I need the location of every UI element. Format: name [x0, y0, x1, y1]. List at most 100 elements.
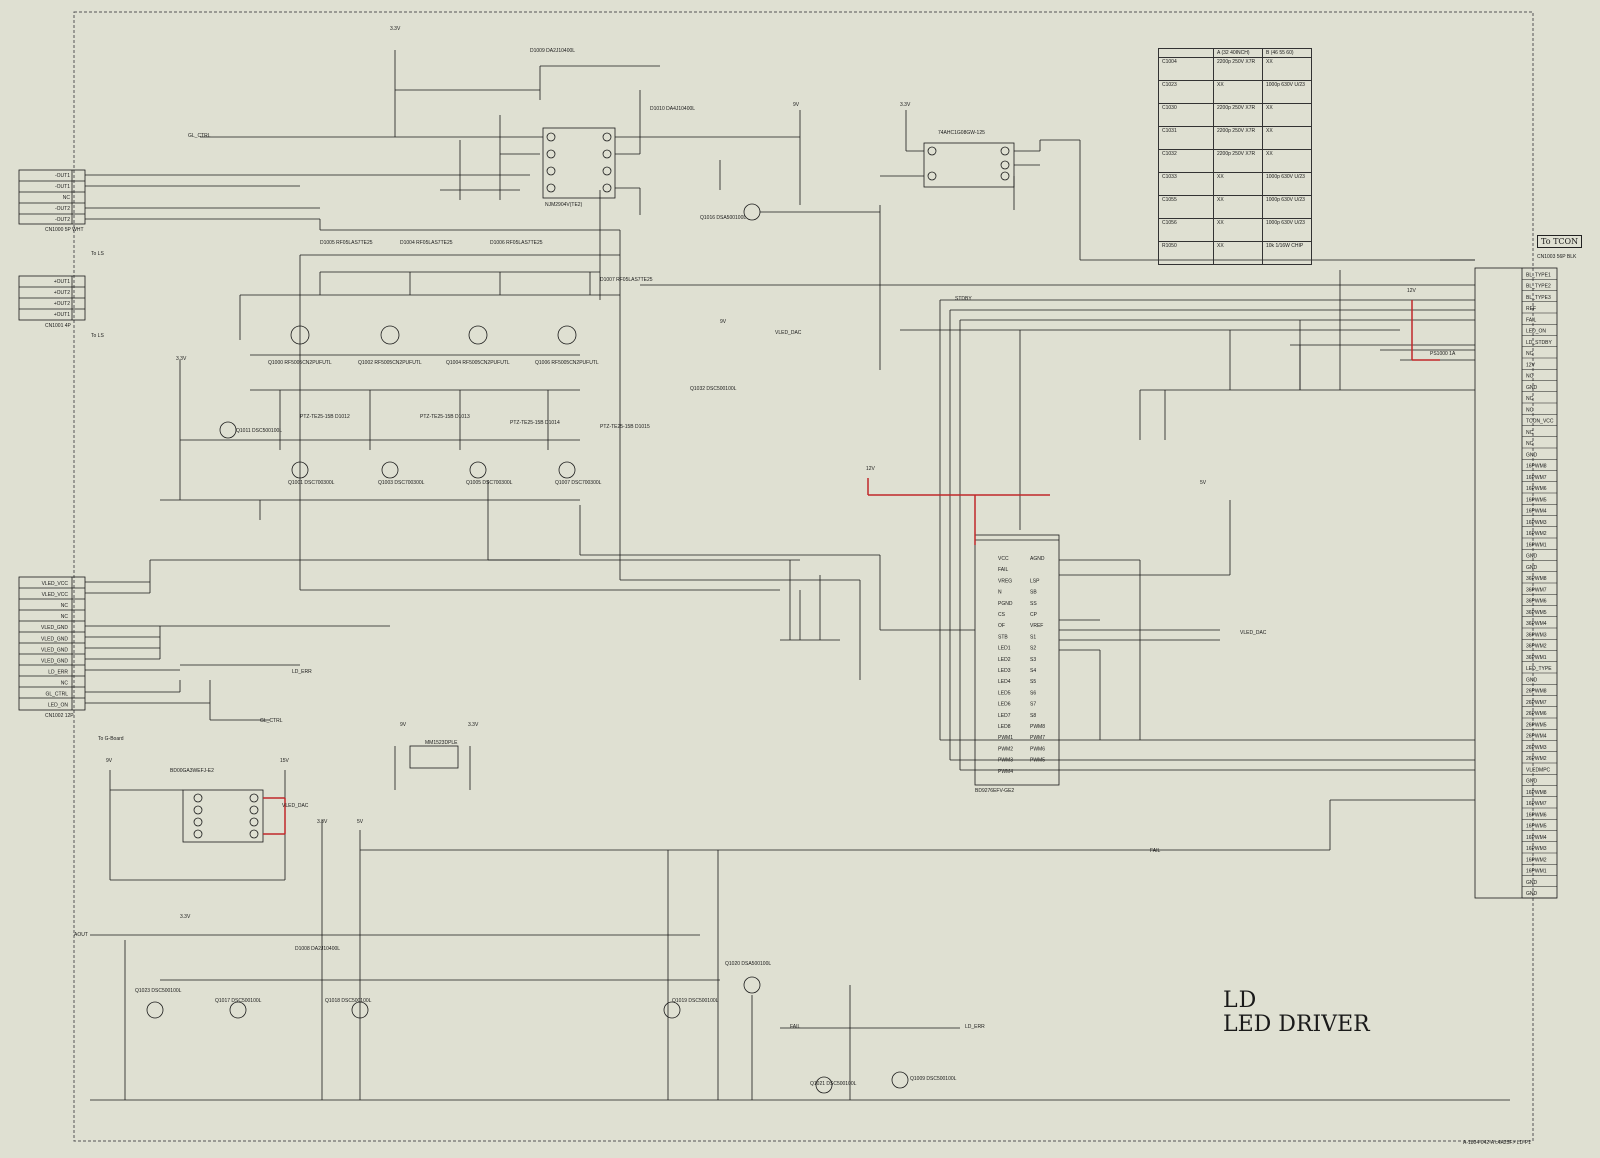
sheet-border [73, 11, 1534, 1142]
cn1003-pin-label: 36PWM1 [1526, 655, 1547, 661]
cap-table-cell: 1000p 630V U/23 [1262, 172, 1312, 196]
ic1000-right-pin: PWM6 [1030, 746, 1045, 752]
net-gl-ctrl-top: GL_CTRL [188, 133, 211, 139]
ic1000-right-pin: S7 [1030, 702, 1036, 708]
cap-table-cell: XX [1262, 149, 1312, 173]
cn1000-pin-label: -OUT1 [55, 184, 70, 190]
cap-table-cell: 2200p 250V X7R [1213, 103, 1263, 127]
ic1000-left-pin: LED3 [998, 668, 1011, 674]
ic1000-left-pin: LED7 [998, 713, 1011, 719]
ic1005-name: MM1523DPLE [425, 740, 458, 746]
bjt-q1018: Q1018 DSC500100L [325, 998, 372, 1004]
ic1000-right-pin: S3 [1030, 657, 1036, 663]
cn1003-pin-label: GND [1526, 385, 1538, 391]
cn1003-pin-label: 16PWM8 [1526, 790, 1547, 796]
bjt-q1019: Q1019 DSC500100L [672, 998, 719, 1004]
cn1003-pin-label: 16PWM4 [1526, 835, 1547, 841]
cap-table-cell: XX [1262, 126, 1312, 150]
cap-table-header: A (32 40INCH)B (46 55 60) [1158, 48, 1312, 58]
cn1003-pin-label: 16PWM7 [1526, 475, 1547, 481]
cn1003-pin-label: NC [1526, 396, 1534, 402]
ic1000-left-pin: STB [998, 634, 1008, 640]
cn1003-pin-label: GND [1526, 891, 1538, 897]
cn1003-pin-label: 16PWM1 [1526, 869, 1547, 875]
bjt-q1017: Q1017 DSC500100L [215, 998, 262, 1004]
cap-table-cell: C1033 [1158, 172, 1214, 196]
cn1001-pin-label: +OUT1 [54, 279, 70, 285]
cap-table-cell: 1000p 630V U/23 [1262, 195, 1312, 219]
ic1000-left-pin: PWM2 [998, 746, 1013, 752]
supply-3v3-ic1003: 3.3V [900, 102, 911, 108]
cn1002-pin-label: GL_CTRL [45, 692, 68, 698]
net-vled-dac-right: VLED_DAC [1240, 630, 1267, 636]
cn1002-pin-label: NC [61, 603, 69, 609]
cn1000-pin-label: -OUT2 [55, 217, 70, 223]
bjt-q1005: Q1005 DSC700300L [466, 480, 513, 486]
cap-table-cell: 1000p 630V U/23 [1262, 218, 1312, 242]
ic1000-right-pin: S5 [1030, 679, 1036, 685]
cn1000-pin-label: -OUT1 [55, 173, 70, 179]
cap-table-header-cell: B (46 55 60) [1262, 48, 1312, 58]
net-stdby: STDBY [955, 296, 972, 302]
cn1001-pin-label: +OUT2 [54, 290, 70, 296]
diode-d1005: D1005 RF05LAS7TE25 [320, 240, 373, 246]
ic1000-right-pin: SS [1030, 601, 1037, 607]
ic1000-right-pin: S2 [1030, 646, 1036, 652]
ic1000-right-pin: LSP [1030, 578, 1040, 584]
cn1003-pin-label: 16PWM4 [1526, 509, 1547, 515]
ic1000-left-pin: LED4 [998, 679, 1011, 685]
diode-d1004: D1004 RF05LAS7TE25 [400, 240, 453, 246]
ic1000-left-pin: PGND [998, 601, 1013, 607]
ic1000-right-pin: S6 [1030, 690, 1036, 696]
cn1003-pin-label: NC [1526, 430, 1534, 436]
cap-table-cell: XX [1213, 172, 1263, 196]
cn1002-pin-label: VLED_GND [41, 658, 68, 664]
cap-table-cell: C1056 [1158, 218, 1214, 242]
zener-d1014: PTZ-TE25-15B D1014 [510, 420, 560, 426]
mosfet-q1006: Q1006 RF5005CN2PUFUTL [535, 360, 599, 366]
cn1002-pin-label: VLED_VCC [42, 581, 69, 587]
cap-table-cell: XX [1262, 103, 1312, 127]
title-led-driver: LED DRIVER [1223, 1012, 1370, 1037]
cn1003-pin-label: TCON_VCC [1526, 419, 1554, 425]
to-ls-1: To LS [91, 251, 104, 257]
net-fail-bottom: FAIL [1150, 848, 1161, 854]
bjt-q1032: Q1032 DSC500100L [690, 386, 737, 392]
cn1003-pin-label: NC [1526, 374, 1534, 380]
ic1000-right-pin: PWM5 [1030, 758, 1045, 764]
diode-d1007: D1007 RF05LAS7TE25 [600, 277, 653, 283]
bjt-q1011: Q1011 DSC500100L [236, 428, 282, 434]
ic1000-left-pin: CS [998, 612, 1006, 618]
cn1002-pin-label: VLED_GND [41, 647, 68, 653]
cn1003-pin-label: 16PWM7 [1526, 801, 1547, 807]
cn1003-pin-label: 36PWM4 [1526, 621, 1547, 627]
cn1003-pin-label: 36PWM7 [1526, 587, 1547, 593]
ic1000-left-pin: OF [998, 623, 1005, 629]
cn1003-pin-label: 26PWM3 [1526, 745, 1547, 751]
cn1003-pin-label: REF [1526, 306, 1536, 312]
diode-d1010: D1010 DA4J10400L [650, 106, 695, 112]
cap-table-cell: XX [1213, 80, 1263, 104]
cap-table-cell: XX [1262, 57, 1312, 81]
cn1003-pin-label: 36PWM5 [1526, 610, 1547, 616]
cn1002-pin-label: NC [61, 680, 69, 686]
cn1003-pin-label: GND [1526, 880, 1538, 886]
cn1003-pin-label: GND [1526, 677, 1538, 683]
cn1001-pin-label: +OUT1 [54, 312, 70, 318]
supply-12v-right: 12V [1407, 288, 1417, 294]
cap-table-cell: 2200p 250V X7R [1213, 149, 1263, 173]
cn1003-pin-label: 26PWM4 [1526, 734, 1547, 740]
net-aout: AOUT [74, 932, 88, 938]
ic1000-left-pin: LED8 [998, 724, 1011, 730]
cap-table-cell: C1004 [1158, 57, 1214, 81]
cn1003-pin-label: 36PWM3 [1526, 632, 1547, 638]
net-ld-err-bottom: LD_ERR [965, 1024, 985, 1030]
ic1000-left-pin: FAIL [998, 567, 1009, 573]
ic1000-right-pin: SB [1030, 590, 1037, 596]
